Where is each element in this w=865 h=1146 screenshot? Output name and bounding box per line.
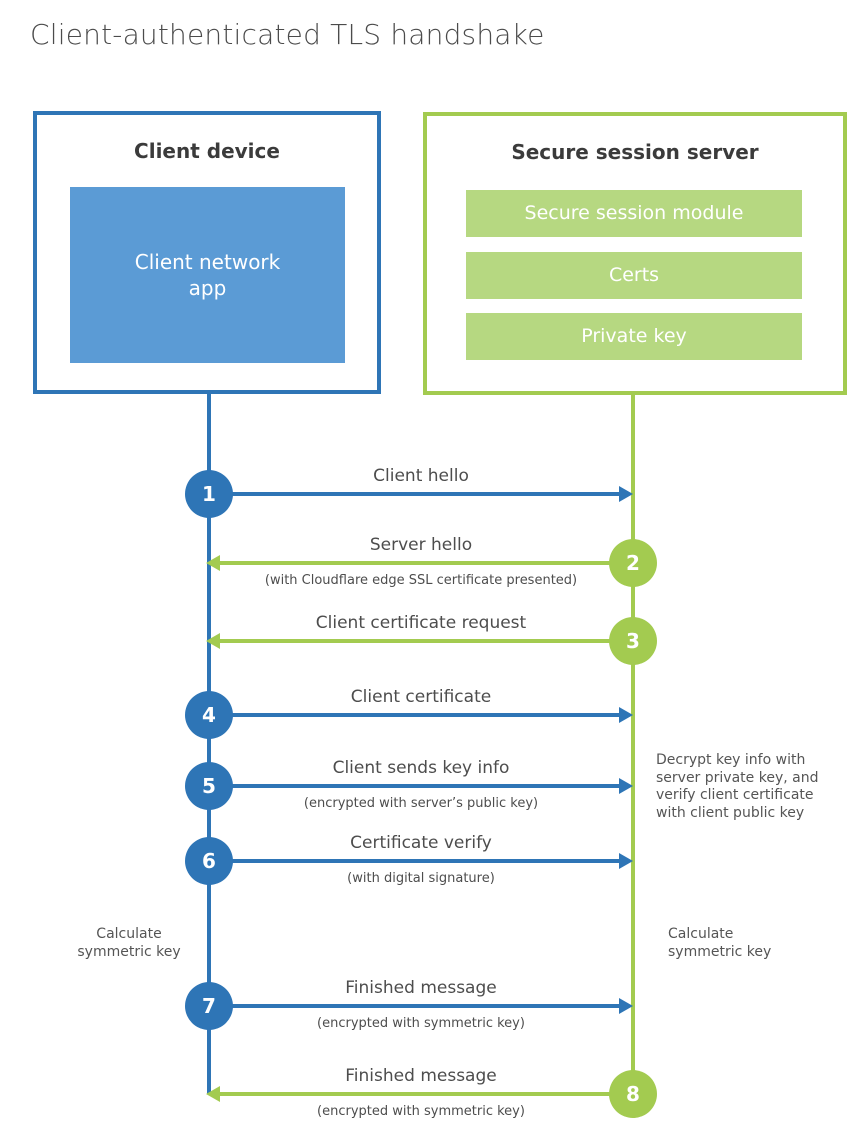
server-module-certs: Certs [466, 252, 802, 299]
step-badge: 2 [609, 539, 657, 587]
note-decrypt-key-info: Decrypt key info with server private key… [656, 752, 819, 821]
step-badge: 7 [185, 982, 233, 1030]
step-badge: 8 [609, 1070, 657, 1118]
message-sublabel: (with digital signature) [347, 871, 495, 886]
message-label: Finished message [345, 1066, 497, 1086]
step-badge: 4 [185, 691, 233, 739]
step-badge: 1 [185, 470, 233, 518]
message-arrow-line [209, 1004, 622, 1008]
server-lifeline [631, 393, 635, 1094]
client-device-title: Client device [134, 139, 280, 163]
message-label: Finished message [345, 978, 497, 998]
step-badge: 6 [185, 837, 233, 885]
message-sublabel: (encrypted with symmetric key) [317, 1104, 525, 1119]
client-network-app-label: Client network app [134, 250, 281, 300]
message-label: Client hello [373, 466, 469, 486]
message-arrow-line [209, 784, 622, 788]
diagram-title: Client-authenticated TLS handshake [30, 18, 545, 51]
server-title: Secure session server [511, 140, 759, 164]
step-badge: 3 [609, 617, 657, 665]
arrowhead-icon [206, 633, 220, 649]
server-module-secure-session: Secure session module [466, 190, 802, 237]
server-module-private-key: Private key [466, 313, 802, 360]
message-sublabel: (encrypted with symmetric key) [317, 1016, 525, 1031]
message-arrow-line [209, 713, 622, 717]
message-arrow-line [220, 1092, 633, 1096]
message-label: Client certificate [350, 687, 492, 707]
message-label: Client sends key info [332, 758, 510, 778]
arrowhead-icon [619, 486, 633, 502]
message-label: Server hello [369, 535, 473, 555]
message-arrow-line [220, 561, 633, 565]
client-network-app-box: Client network app [70, 187, 345, 363]
message-label: Client certificate request [315, 613, 527, 633]
message-arrow-line [220, 639, 633, 643]
arrowhead-icon [619, 778, 633, 794]
message-label: Certificate verify [350, 833, 492, 853]
message-arrow-line [209, 859, 622, 863]
note-calculate-symmetric-key-server: Calculate symmetric key [668, 926, 772, 960]
server-box: Secure session server Secure session mod… [423, 112, 847, 395]
client-device-box: Client device Client network app [33, 111, 381, 394]
arrowhead-icon [206, 1086, 220, 1102]
arrowhead-icon [619, 853, 633, 869]
note-calculate-symmetric-key-client: Calculate symmetric key [77, 926, 181, 960]
arrowhead-icon [619, 998, 633, 1014]
arrowhead-icon [206, 555, 220, 571]
message-arrow-line [209, 492, 622, 496]
message-sublabel: (with Cloudflare edge SSL certificate pr… [264, 573, 578, 588]
step-badge: 5 [185, 762, 233, 810]
message-sublabel: (encrypted with server’s public key) [303, 796, 539, 811]
client-lifeline [207, 392, 211, 1094]
arrowhead-icon [619, 707, 633, 723]
